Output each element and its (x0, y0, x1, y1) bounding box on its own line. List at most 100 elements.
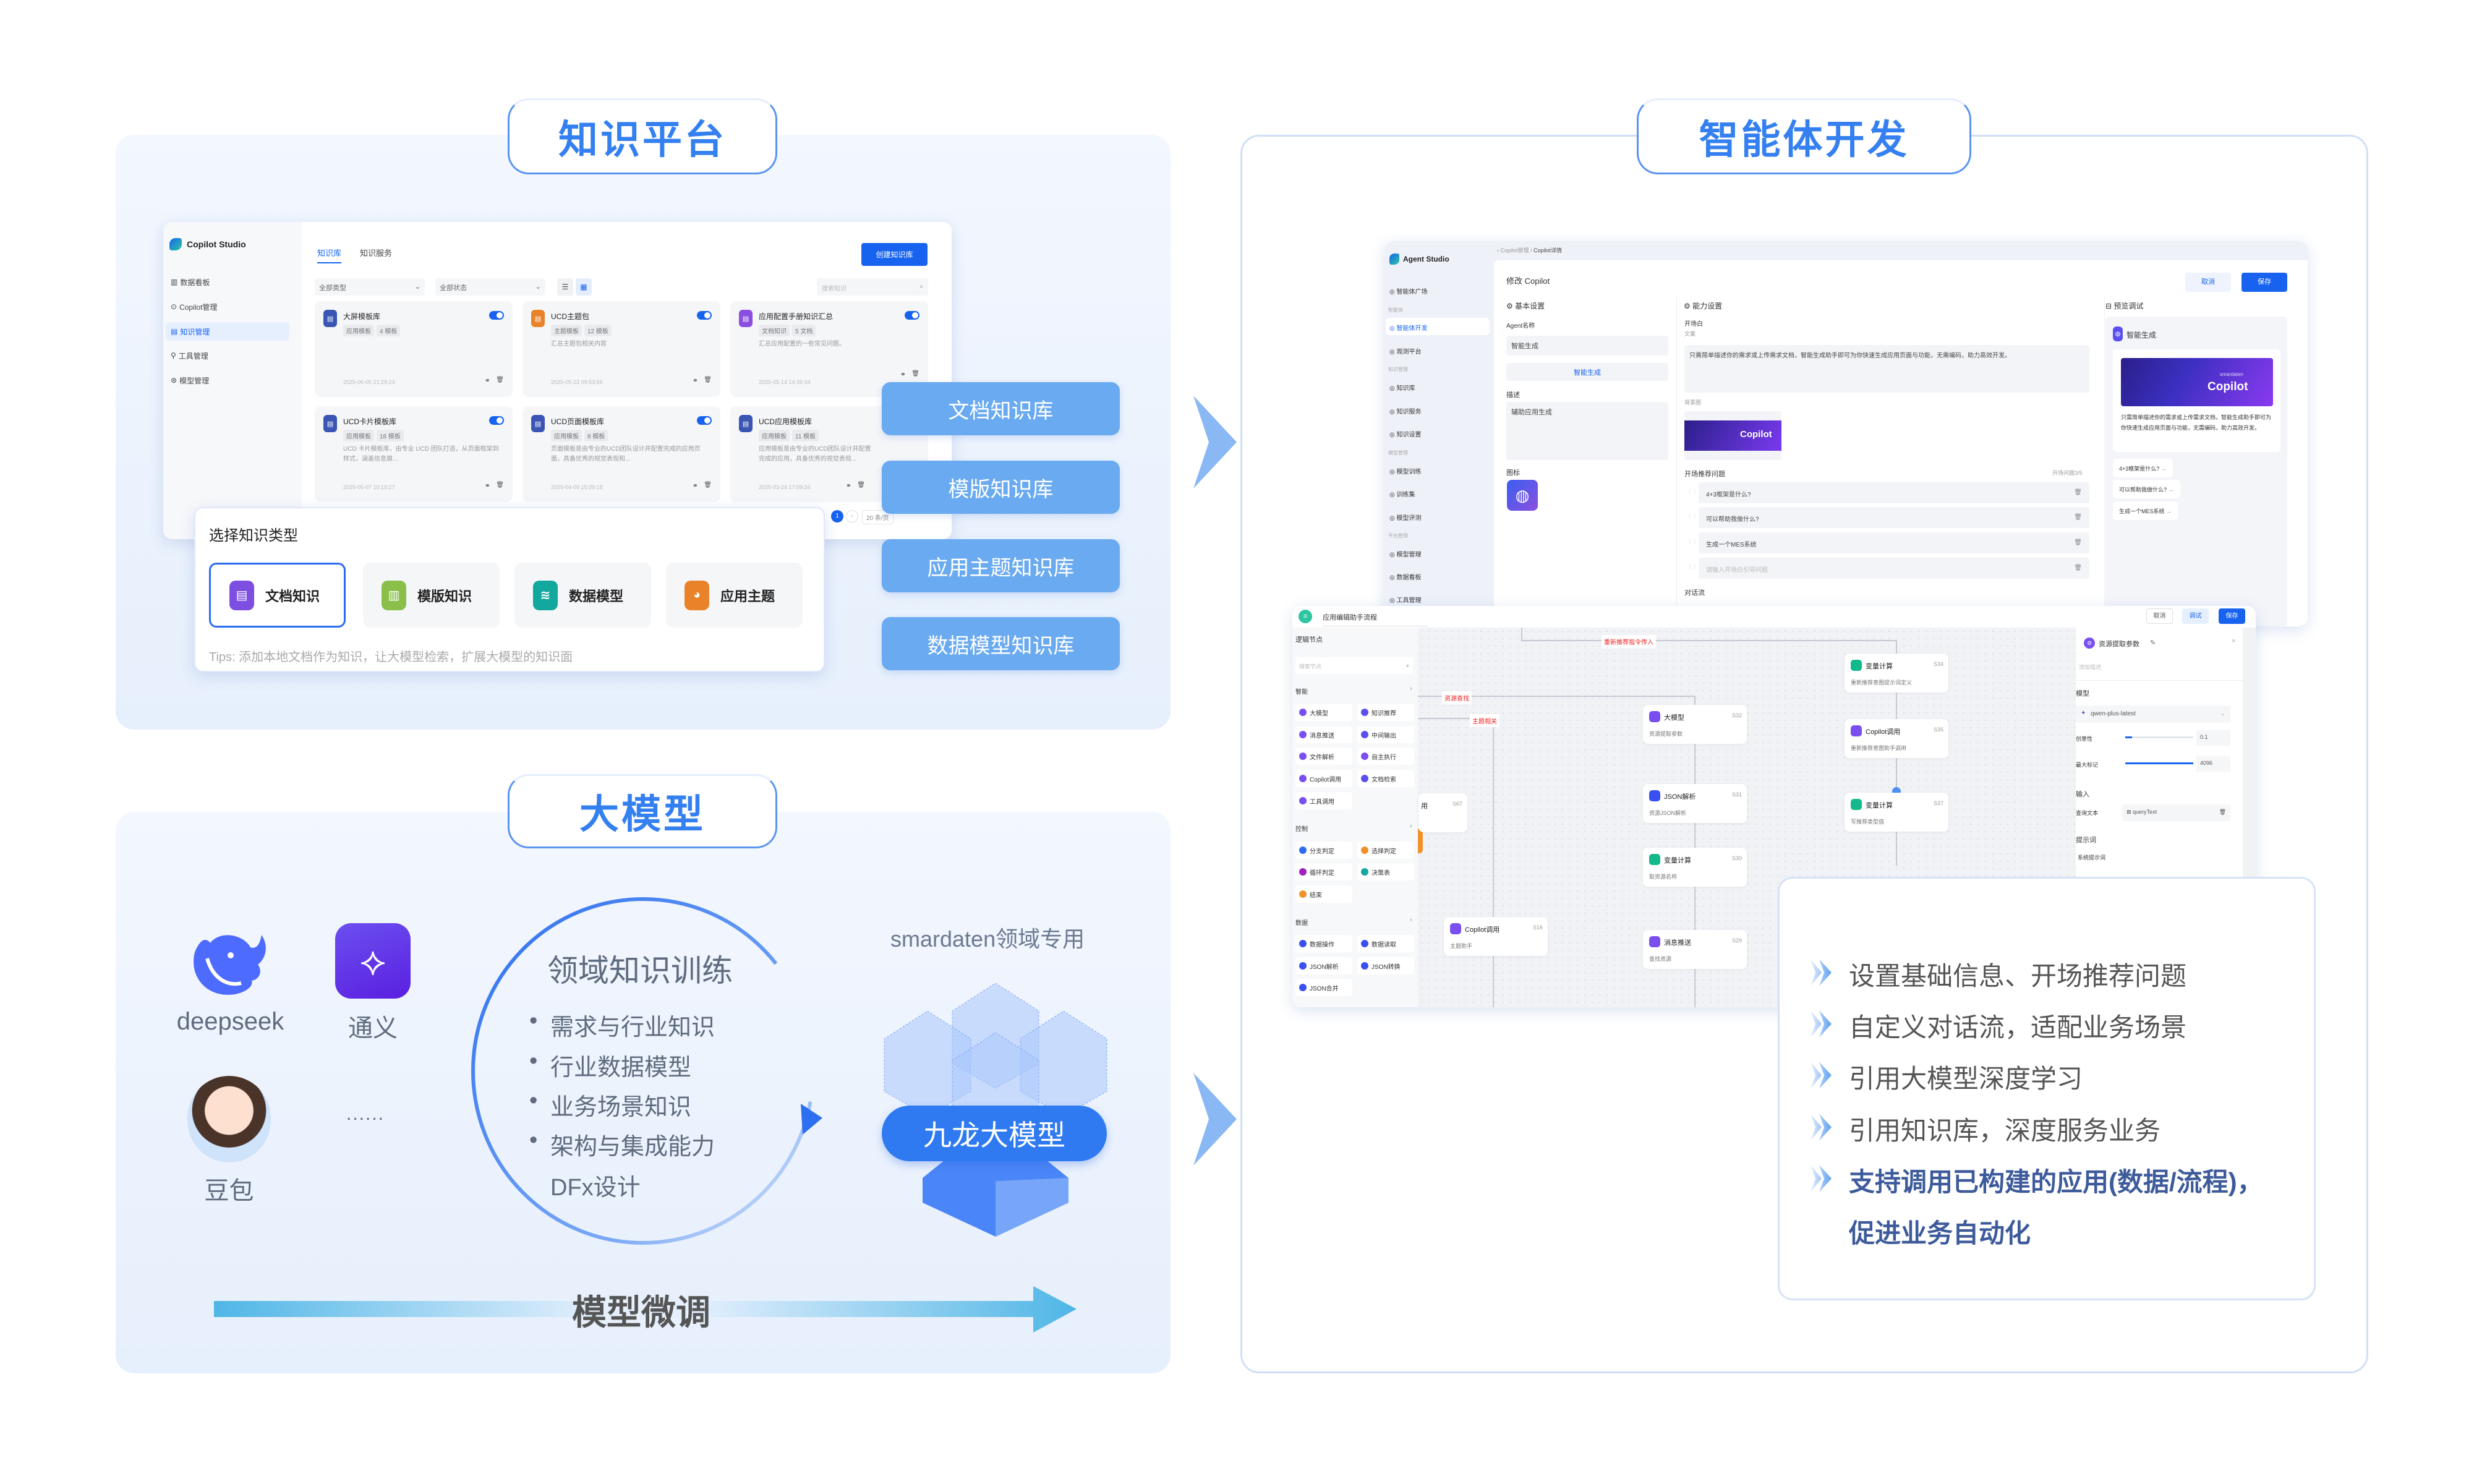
knowledge-search-input[interactable]: 搜索知识⌕ (817, 278, 928, 296)
palette-node-item[interactable]: 分支判定 (1295, 842, 1352, 859)
sidebar-item-15[interactable]: ◎ 工具管理 (1386, 590, 1490, 607)
agent-name-input[interactable]: 智能生成 (1506, 336, 1668, 356)
save-button[interactable]: 保存 (2242, 273, 2287, 292)
sidebar-item-0[interactable]: ▥ 数据看板 (166, 273, 289, 291)
enable-toggle[interactable] (697, 311, 712, 320)
trash-icon[interactable]: 🗑 (2074, 489, 2082, 496)
trash-icon[interactable]: 🗑 (2074, 514, 2082, 521)
enable-toggle[interactable] (905, 311, 919, 320)
knowledge-type-option-1[interactable]: ▥模版知识 (363, 563, 500, 628)
suggested-question[interactable]: 4+3框架是什么? → (2113, 459, 2173, 477)
background-image-picker[interactable]: Copilot (1684, 411, 1781, 460)
chevron-right-icon[interactable]: › (1410, 916, 1412, 924)
opening-question-input[interactable]: 请输入开场白引导问题🗑 (1699, 558, 2089, 579)
sidebar-item-13[interactable]: ◎ 模型管理 (1386, 544, 1490, 561)
description-input[interactable]: 添加描述 (2079, 664, 2102, 670)
trash-icon[interactable]: 🗑 (496, 482, 504, 488)
palette-node-item[interactable]: 大模型 (1295, 704, 1352, 721)
sidebar-item-10[interactable]: ◎ 训练集 (1386, 484, 1490, 501)
suggested-question[interactable]: 生成一个MES系统 → (2113, 501, 2178, 520)
library-button-3[interactable]: 数据模型知识库 (882, 617, 1120, 670)
sidebar-item-9[interactable]: ◎ 模型训练 (1386, 461, 1490, 479)
next-page-icon[interactable]: › (846, 510, 858, 522)
max-tokens-value[interactable]: 4096 (2196, 756, 2230, 772)
workflow-save-button[interactable]: 保存 (2219, 608, 2245, 624)
list-view-icon[interactable]: ☰ (557, 278, 573, 296)
knowledge-type-option-3[interactable]: ◕应用主题 (666, 563, 803, 628)
trash-icon[interactable]: 🗑 (704, 377, 712, 383)
sidebar-item-4[interactable]: ⊛ 模型管理 (166, 371, 289, 390)
sidebar-item-3[interactable]: ⚲ 工具管理 (166, 346, 289, 365)
breadcrumb-copilot-manage[interactable]: Copilot管理 (1500, 247, 1529, 254)
trash-icon[interactable]: 🗑 (911, 370, 919, 377)
sidebar-item-7[interactable]: ◎ 知识设置 (1386, 424, 1490, 441)
library-button-1[interactable]: 模版知识库 (882, 461, 1120, 514)
trash-icon[interactable]: 🗑 (2074, 539, 2082, 546)
agent-avatar-icon[interactable]: ◍ (1507, 480, 1538, 511)
max-tokens-slider[interactable] (2125, 762, 2193, 764)
page-size-select[interactable]: 20 条/页 (862, 510, 894, 524)
palette-node-item[interactable]: 循环判定 (1295, 863, 1352, 881)
sidebar-item-14[interactable]: ◎ 数据看板 (1386, 567, 1490, 584)
chevron-right-icon[interactable]: › (1410, 822, 1412, 830)
description-textarea[interactable]: 辅助应用生成 (1506, 402, 1668, 460)
status-filter-select[interactable]: 全部状态⌄ (435, 278, 545, 296)
trash-icon[interactable]: 🗑 (2074, 565, 2082, 571)
palette-node-item[interactable]: 知识推荐 (1357, 704, 1414, 721)
sidebar-item-0[interactable]: ◎ 智能体广场 (1386, 281, 1490, 299)
chevron-right-icon[interactable]: › (1410, 685, 1412, 693)
palette-node-item[interactable]: Copilot调用 (1295, 770, 1352, 787)
opening-text-textarea[interactable]: 只需简单描述你的需求或上传需求文档，智能生成助手即可为你快速生成应用页面与功能，… (1684, 345, 2089, 393)
opening-question-input[interactable]: 4+3框架是什么?🗑 (1699, 482, 2089, 503)
link-icon[interactable]: ⚭ (900, 371, 906, 378)
drag-handle-icon[interactable]: ⋮⋮ (1687, 488, 1697, 494)
workflow-cancel-button[interactable]: 取消 (2146, 608, 2173, 624)
link-icon[interactable]: ⚭ (845, 482, 851, 490)
enable-toggle[interactable] (697, 416, 712, 425)
create-knowledge-base-button[interactable]: 创建知识库 (861, 243, 928, 266)
type-filter-select[interactable]: 全部类型⌄ (315, 278, 425, 296)
grid-view-icon[interactable]: ▦ (576, 278, 592, 296)
knowledge-type-option-0[interactable]: ▤文档知识 (209, 563, 346, 628)
drag-handle-icon[interactable]: ⋮⋮ (1687, 564, 1697, 569)
trash-icon[interactable]: 🗑 (704, 482, 712, 488)
trash-icon[interactable]: 🗑 (2219, 809, 2226, 815)
sidebar-item-2[interactable]: ▤ 知识管理 (166, 322, 289, 341)
link-icon[interactable]: ⚭ (692, 482, 698, 490)
sidebar-item-6[interactable]: ◎ 知识服务 (1386, 401, 1490, 419)
library-button-0[interactable]: 文档知识库 (882, 382, 1120, 435)
link-icon[interactable]: ⚭ (484, 482, 490, 490)
model-select[interactable]: ✦qwen-plus-latest⌄ (2076, 706, 2230, 723)
library-button-2[interactable]: 应用主题知识库 (882, 539, 1120, 592)
back-icon[interactable]: ‹ (1497, 247, 1501, 254)
link-icon[interactable]: ⚭ (484, 377, 490, 385)
opening-question-input[interactable]: 生成一个MES系统🗑 (1699, 532, 2089, 553)
palette-node-item[interactable]: JSON转换 (1357, 957, 1414, 974)
palette-node-item[interactable]: 中间输出 (1357, 726, 1414, 743)
sidebar-item-1[interactable]: ⊙ Copilot管理 (166, 297, 289, 316)
enable-toggle[interactable] (489, 416, 504, 425)
palette-node-item[interactable]: 选择判定 (1357, 842, 1414, 859)
suggested-question[interactable]: 可以帮助我做什么? → (2113, 480, 2180, 498)
sidebar-item-2[interactable]: ◎ 智能体开发 (1386, 318, 1490, 335)
palette-node-item[interactable]: 文档检索 (1357, 770, 1414, 787)
link-icon[interactable]: ⚭ (692, 377, 698, 385)
knowledge-type-option-2[interactable]: ≋数据模型 (514, 563, 651, 628)
palette-node-item[interactable]: 数据操作 (1295, 935, 1352, 952)
creativity-slider[interactable] (2125, 736, 2193, 738)
drag-handle-icon[interactable]: ⋮⋮ (1687, 513, 1697, 519)
tab-knowledge-service[interactable]: 知识服务 (360, 249, 393, 258)
sidebar-item-3[interactable]: ◎ 观测平台 (1386, 341, 1490, 359)
palette-node-item[interactable]: 文件解析 (1295, 748, 1352, 765)
palette-node-item[interactable]: 数据读取 (1357, 935, 1414, 952)
page-1-button[interactable]: 1 (831, 510, 843, 522)
